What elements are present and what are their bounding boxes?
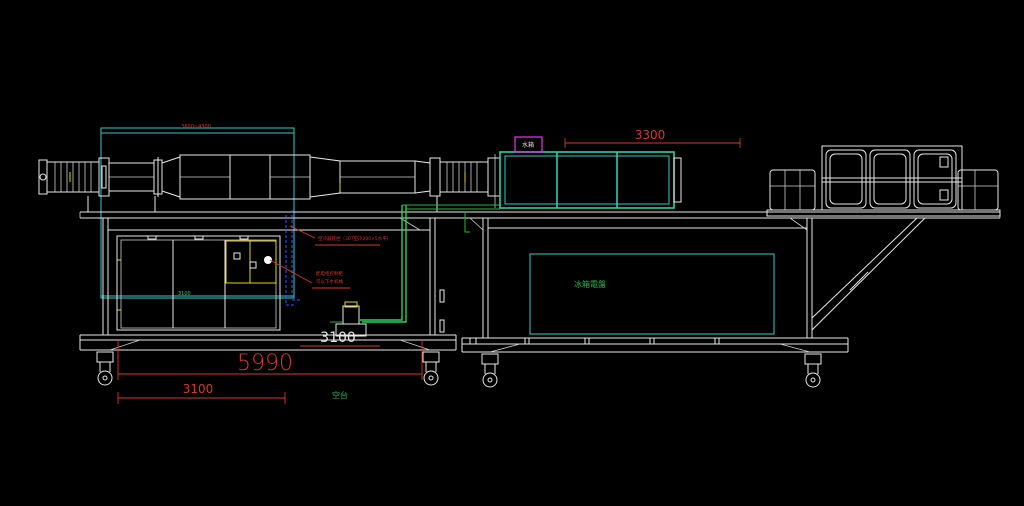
dim-3300: 3300 [564,128,741,148]
cyan-reference-frame [100,127,295,299]
cabinet-panel-yellow [225,240,277,284]
caster-3 [481,353,499,388]
casters [96,351,822,388]
annotation-b-2: 可以下水机械 [316,278,343,285]
cooler-unit [494,151,682,209]
dim-3300-text: 3300 [635,128,666,142]
dim-3100-text: 3100 [183,382,214,396]
dim-3100-bottom: 3100 [117,382,286,404]
left-frame [79,217,457,351]
main-deck [79,211,1001,219]
handrail-left [769,169,816,211]
header-box-label: 水箱 [514,136,543,153]
pump-base [335,323,367,337]
cabinet-indicator [264,256,272,264]
cooler-inner [504,155,670,205]
dim-range-text: 3600~4300 [181,124,211,130]
cooler-right-cap [673,157,682,203]
duct-large-section-2 [229,154,271,200]
annotation-b-1: 配电柜控制柜 [316,270,343,277]
header-box [514,136,543,153]
handrail-right [957,169,999,211]
pump-assembly [330,204,500,337]
green-pipe-main [360,205,403,321]
dim-5990-text: 5990 [237,351,293,376]
dim-5990: 5990 [117,340,423,380]
exhaust-duct-assembly [38,154,501,212]
cooler-housing [499,151,675,209]
base-note: 空台 [332,390,348,400]
caster-4 [804,353,822,388]
dim-3100-overlap: 3100 [300,330,380,347]
annotations: 空冷器管径（30T空冷200×5水平） 配电柜控制柜 可以下水机械 3100 [178,225,391,297]
right-frame [461,217,849,353]
pump-body [342,305,360,325]
inner-small-dim: 3100 [178,291,191,297]
cyan-frame-rect [100,127,295,299]
dim-overlap-text: 3100 [320,330,356,346]
annotation-a: 空冷器管径（30T空冷200×5水平） [318,235,391,242]
control-cabinet [116,235,281,331]
caster-2 [422,351,440,386]
blue-pipe [291,210,300,301]
header-box-text: 水箱 [522,141,534,149]
right-bellows-flange [429,157,441,197]
tank-label: 冰箱電盤 [574,279,606,289]
cantilever-platform [766,145,1001,331]
duct-left-bolt [39,173,47,181]
tank-outline [529,253,775,335]
duct-right-flange [487,157,501,197]
caster-1 [96,351,114,386]
water-tank: 冰箱電盤 [529,253,775,335]
